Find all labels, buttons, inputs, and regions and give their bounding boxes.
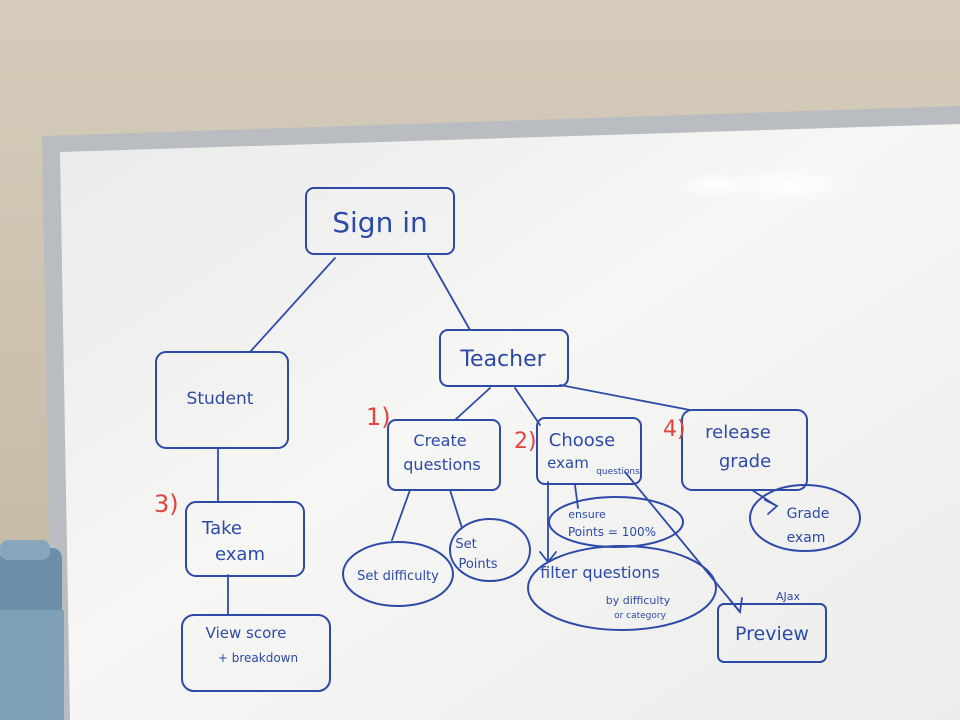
node-box-preview — [717, 603, 827, 663]
node-label-filter-questions-line1: filter questions — [540, 563, 660, 582]
arrowhead — [539, 551, 557, 564]
node-label-release-grade-line1: release — [705, 422, 771, 443]
node-label-set-points-line1: Set — [455, 537, 476, 552]
node-label-choose-exam-line1: Choose — [549, 430, 615, 451]
node-box-student — [155, 351, 289, 449]
node-oval-set-difficulty — [342, 541, 454, 607]
node-box-sign-in — [305, 187, 455, 255]
node-label-create-questions-line2: questions — [403, 455, 480, 474]
node-label-teacher: Teacher — [459, 347, 546, 372]
light-glare — [675, 171, 755, 199]
line-teacher-create — [454, 387, 491, 421]
node-box-take-exam — [185, 501, 305, 577]
step-number-choose-exam: 2) — [514, 429, 537, 454]
arrowhead — [729, 597, 743, 615]
node-oval-set-points — [449, 518, 531, 582]
node-label-grade-exam-line2: exam — [787, 530, 826, 546]
node-oval-filter-questions — [527, 545, 717, 631]
node-label-choose-exam-line2: exam — [547, 454, 589, 472]
whiteboard-surface — [60, 124, 960, 720]
node-label-view-score-line1: View score — [206, 624, 287, 642]
node-label-student: Student — [187, 389, 254, 409]
node-box-choose-exam — [536, 417, 642, 485]
step-number-create-questions: 1) — [366, 403, 391, 431]
step-number-release-grade: 4) — [663, 417, 686, 442]
node-label-ensure-points-line1: ensure — [568, 508, 606, 521]
line-create-difficulty — [391, 489, 411, 541]
node-label-filter-questions-line2: by difficulty — [606, 594, 671, 607]
water-bottle — [0, 540, 64, 720]
light-glare — [720, 165, 860, 205]
node-label-create-questions-line1: Create — [413, 431, 466, 450]
line-signin-teacher — [427, 255, 471, 331]
node-label-set-difficulty: Set difficulty — [357, 569, 439, 584]
line-create-points — [449, 489, 463, 529]
node-label-take-exam-line1: Take — [201, 518, 242, 539]
node-label-choose-exam-note: questions — [596, 467, 640, 477]
arrowhead — [764, 499, 779, 515]
node-box-create-questions — [387, 419, 501, 491]
node-box-view-score — [181, 614, 331, 692]
node-label-take-exam-line2: exam — [215, 544, 265, 565]
line-choose-preview — [624, 471, 741, 613]
node-label-set-points-line2: Points — [458, 557, 497, 572]
node-label-grade-exam-line1: Grade — [787, 506, 830, 522]
node-label-filter-questions-line3: or category — [614, 611, 667, 621]
node-oval-grade-exam — [749, 484, 861, 552]
line-teacher-choose — [514, 387, 541, 426]
node-label-ensure-points-line2: Points = 100% — [568, 525, 656, 539]
node-label-preview: Preview — [735, 623, 809, 645]
node-label-sign-in: Sign in — [332, 206, 428, 239]
line-choose-ensure — [574, 484, 579, 509]
node-label-release-grade-line2: grade — [719, 451, 771, 472]
line-signin-student — [249, 257, 336, 353]
node-box-teacher — [439, 329, 569, 387]
node-label-view-score-line2: + breakdown — [218, 651, 298, 665]
line-teacher-release — [559, 384, 691, 411]
node-label-preview-note: AJax — [776, 590, 801, 603]
step-number-take-exam: 3) — [154, 490, 179, 518]
node-box-release-grade — [681, 409, 808, 491]
